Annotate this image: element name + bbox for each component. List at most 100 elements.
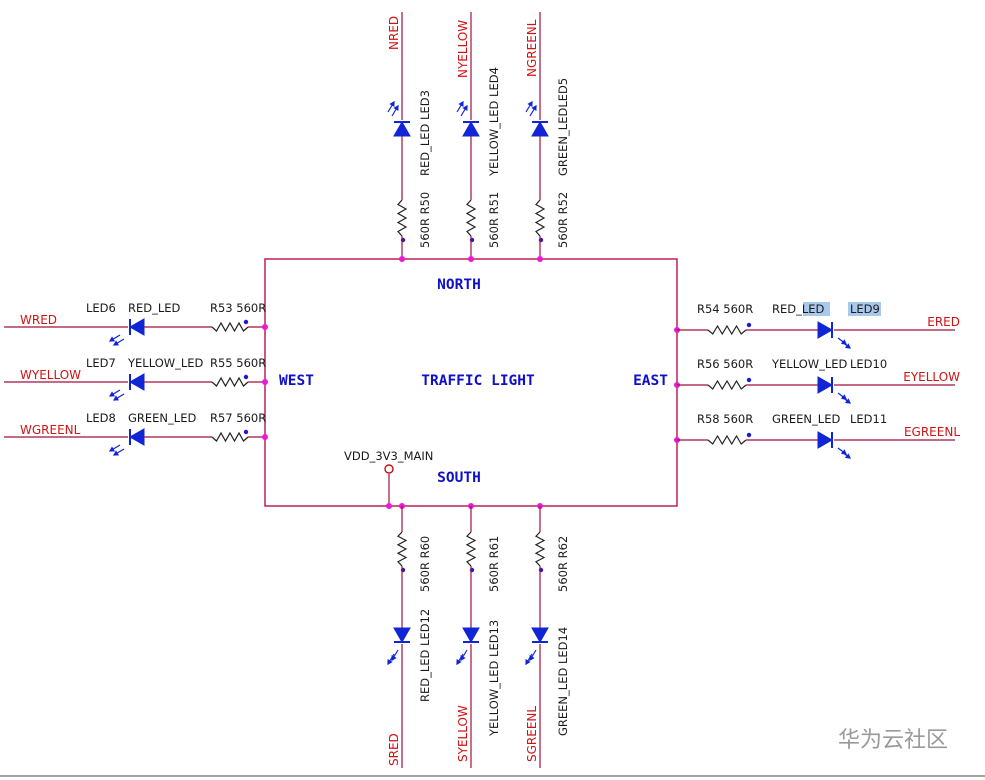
led-label-red-south: RED_LED LED12 [418, 609, 432, 702]
led-body [462, 627, 480, 644]
led-ref-green-east: LED11 [850, 412, 887, 426]
led-emission-arrowhead [458, 100, 464, 108]
led-red-north [387, 100, 411, 137]
led-emission-arrowhead [108, 336, 116, 342]
led-emission-arrowhead [525, 658, 531, 666]
led-emission-arrowhead [108, 446, 116, 452]
junction-dot [262, 434, 268, 440]
pin1-dot [746, 322, 752, 328]
pin1-dot [746, 432, 752, 438]
led-ref-green-west: LED8 [86, 411, 116, 425]
led-emission-arrowhead [456, 658, 462, 666]
side-label-east: EAST [633, 373, 668, 389]
selection-highlight [848, 302, 881, 316]
resistor-label-yellow-south: 560R R61 [487, 536, 501, 592]
led-red-west [108, 318, 145, 346]
led-label-green-north: GREEN_LEDLED5 [556, 78, 570, 176]
led-body [393, 120, 411, 137]
led-yellow-north [456, 100, 480, 137]
resistor-green-west [211, 431, 249, 443]
resistor-yellow-south [465, 531, 477, 567]
side-label-south: SOUTH [437, 470, 481, 486]
led-body [817, 431, 834, 449]
junction-dot [537, 256, 543, 262]
led-ref-red-west: LED6 [86, 301, 116, 315]
led-emission-arrowhead [389, 100, 395, 108]
net-label-yellow-north: NYELLOW [456, 20, 470, 78]
resistor-green-north [534, 199, 546, 237]
led-body [128, 318, 145, 336]
block-title: TRAFFIC LIGHT [421, 373, 535, 389]
led-green-north [525, 100, 549, 137]
led-value-yellow-west: YELLOW_LED [127, 356, 204, 370]
resistor-green-south [534, 531, 546, 567]
led-body [531, 120, 549, 137]
resistor-red-east [707, 324, 747, 336]
junction-dot [399, 256, 405, 262]
selection-highlight [803, 302, 830, 316]
led-green-east [817, 431, 852, 459]
resistor-label-red-south: 560R R60 [418, 536, 432, 592]
resistor-label-yellow-east: R56 560R [697, 357, 753, 371]
resistor-green-east [707, 434, 747, 446]
resistor-red-south [396, 531, 408, 567]
pin1-dot [746, 377, 752, 383]
led-ref-yellow-east: LED10 [850, 357, 887, 371]
led-emission-arrowhead [112, 395, 120, 401]
led-emission-arrowhead [108, 391, 116, 397]
led-body [393, 627, 411, 644]
side-label-north: NORTH [437, 277, 481, 293]
led-yellow-east [817, 376, 852, 404]
led-label-yellow-north: YELLOW_LED LED4 [487, 67, 501, 177]
vdd-power-label: VDD_3V3_MAIN [344, 449, 433, 463]
net-label-yellow-east: EYELLOW [903, 370, 960, 384]
net-label-green-north: NGREENL [525, 19, 539, 77]
resistor-label-green-west: R57 560R [210, 411, 266, 425]
led-yellow-west [108, 373, 145, 401]
led-body [817, 321, 834, 339]
led-green-south [525, 627, 549, 666]
led-emission-arrowhead [527, 100, 533, 108]
junction-dot [468, 256, 474, 262]
led-body [817, 376, 834, 394]
led-ref-yellow-west: LED7 [86, 356, 116, 370]
led-body [462, 120, 480, 137]
resistor-label-red-west: R53 560R [210, 301, 266, 315]
led-value-green-east: GREEN_LED [772, 412, 840, 426]
watermark-text: 华为云社区 [838, 728, 948, 753]
led-emission-arrowhead [393, 104, 399, 112]
resistor-label-red-north: 560R R50 [418, 192, 432, 248]
led-label-green-south: GREEN_LED LED14 [556, 627, 570, 736]
led-value-green-west: GREEN_LED [128, 411, 196, 425]
net-label-red-east: ERED [927, 315, 960, 329]
resistor-label-yellow-west: R55 560R [210, 356, 266, 370]
resistor-red-west [211, 321, 249, 333]
led-emission-arrowhead [844, 343, 852, 349]
led-red-south [387, 627, 411, 666]
led-emission-arrowhead [462, 104, 468, 112]
net-label-yellow-south: SYELLOW [456, 705, 470, 762]
led-body [128, 428, 145, 446]
junction-dot [262, 379, 268, 385]
net-label-red-west: WRED [20, 313, 57, 327]
led-emission-arrowhead [112, 340, 120, 346]
resistor-label-green-east: R58 560R [697, 412, 753, 426]
pin1-dot [243, 319, 249, 325]
led-label-red-north: RED_LED LED3 [418, 90, 432, 176]
